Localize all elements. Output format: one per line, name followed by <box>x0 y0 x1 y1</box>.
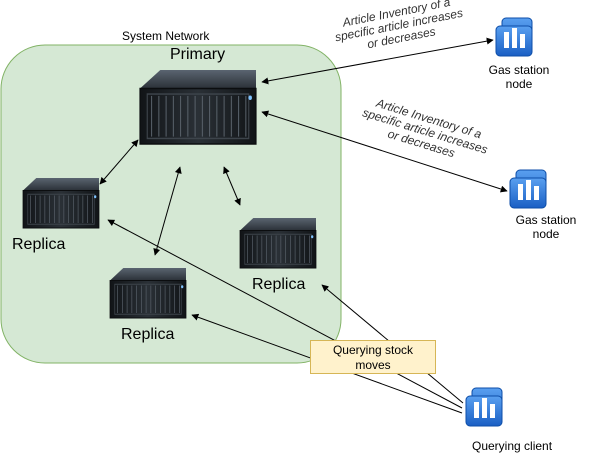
replica-left-label: Replica <box>12 236 66 253</box>
edge-primary-gas1 <box>261 37 494 85</box>
gas-station-2-icon <box>509 169 547 209</box>
primary-label: Primary <box>170 46 226 63</box>
replica-mid-server-icon <box>109 267 187 319</box>
edge-primary-replica-mid <box>153 166 182 256</box>
querying-client-icon <box>465 387 503 427</box>
gas-station-2-label: Gas station node <box>515 213 577 241</box>
querying-stock-moves-note: Querying stock moves <box>310 340 436 374</box>
replica-right-server-icon <box>239 217 317 269</box>
replica-left-server-icon <box>22 177 100 229</box>
edge-primary-replica-right <box>223 166 241 206</box>
primary-server-icon <box>139 69 257 145</box>
gas-station-1-icon <box>495 17 533 57</box>
edge-primary-replica-left <box>99 139 139 185</box>
replica-mid-label: Replica <box>121 326 175 343</box>
replica-right-label: Replica <box>252 276 306 293</box>
network-title: System Network <box>122 29 210 43</box>
edge-primary-gas2 <box>261 110 508 193</box>
edge-client-replica-left <box>107 219 463 409</box>
gas-station-1-label: Gas station node <box>488 63 550 91</box>
querying-client-label: Querying client <box>472 439 553 453</box>
